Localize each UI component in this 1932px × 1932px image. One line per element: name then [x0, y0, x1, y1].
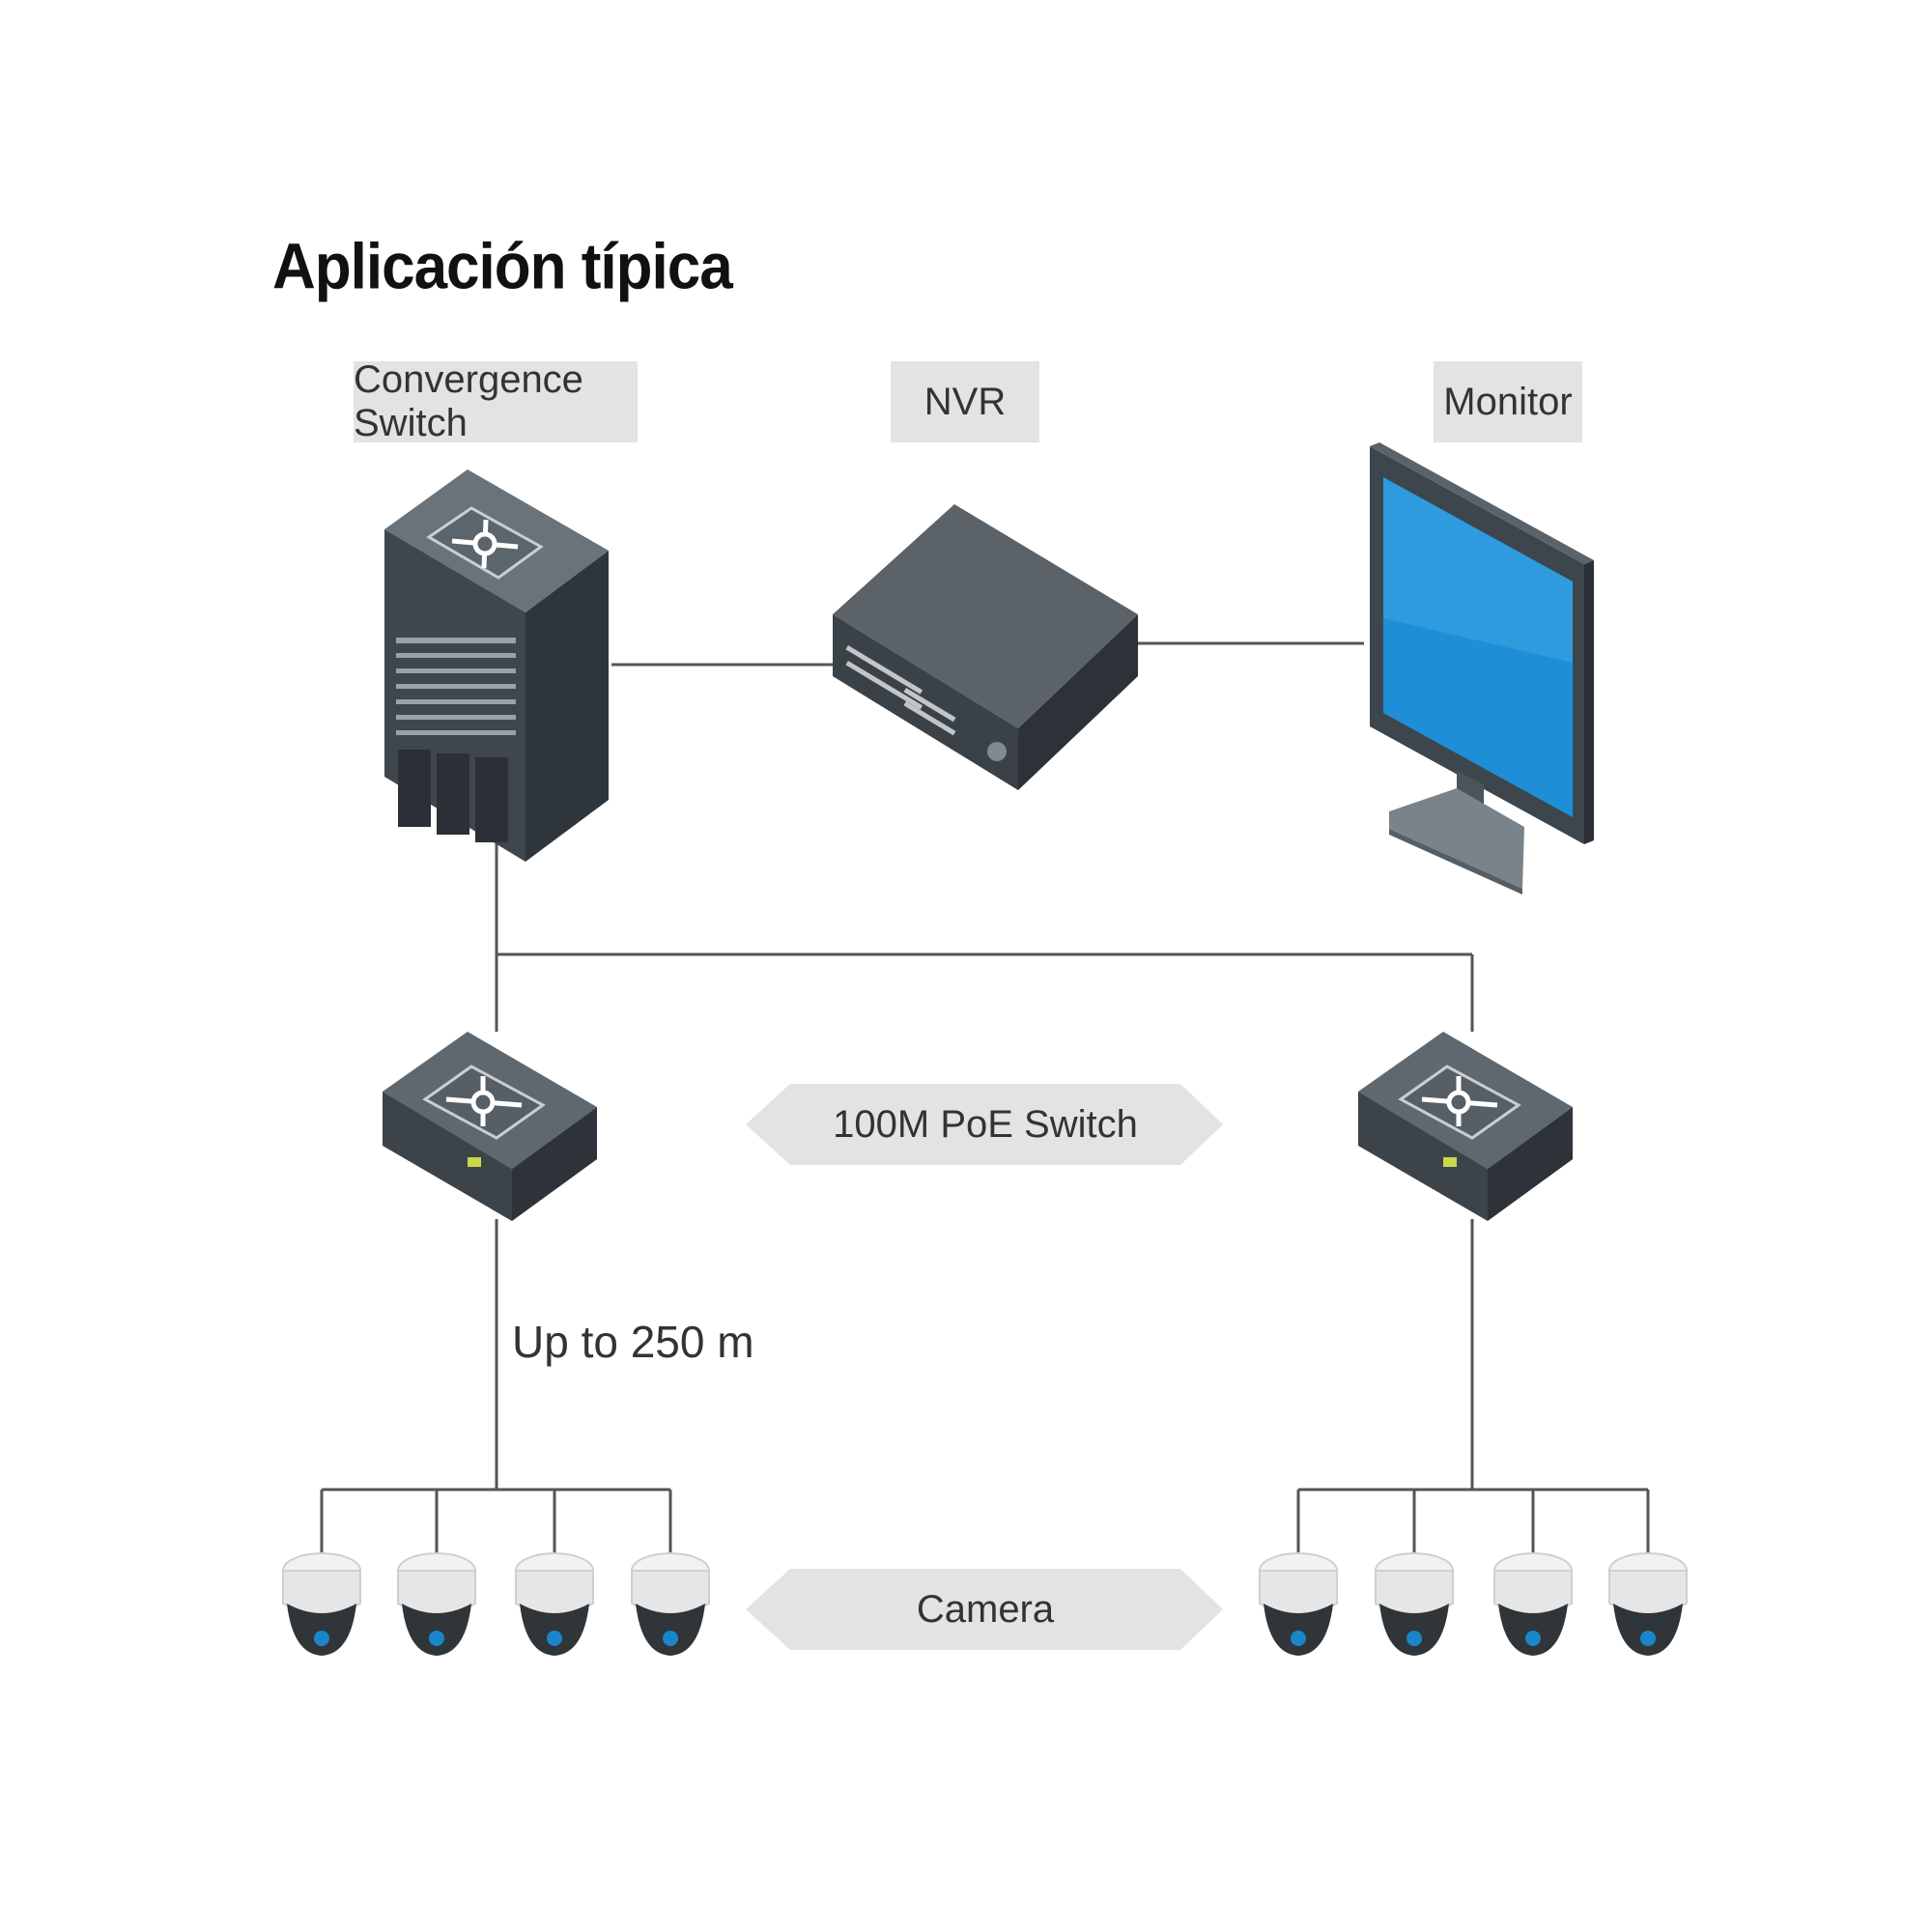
camera-banner-label: Camera: [916, 1587, 1055, 1631]
dome-camera-icon: [1375, 1552, 1454, 1656]
dome-camera-icon: [1259, 1552, 1338, 1656]
poe-switch-banner: [746, 1084, 1223, 1165]
server-rack-icon: [384, 469, 609, 862]
dome-camera-icon: [1493, 1552, 1573, 1656]
poe-switch-icon: [383, 1032, 597, 1221]
page-title: Aplicación típica: [272, 231, 733, 303]
camera-banner: [746, 1569, 1223, 1650]
dome-camera-icon: [397, 1552, 476, 1656]
convergence-switch-label: Convergence Switch: [354, 358, 638, 444]
dome-camera-icon: [282, 1552, 361, 1656]
nvr-label: NVR: [891, 361, 1039, 442]
distance-label: Up to 250 m: [512, 1317, 754, 1367]
monitor-icon: [1370, 442, 1594, 895]
poe-switch-icon: [1358, 1032, 1573, 1221]
cables: [320, 641, 1650, 1557]
nvr-recorder-icon: [833, 504, 1138, 790]
poe-switch-banner-label: 100M PoE Switch: [833, 1102, 1138, 1146]
monitor-label: Monitor: [1434, 361, 1582, 442]
dome-camera-icon: [631, 1552, 710, 1656]
dome-camera-icon: [1608, 1552, 1688, 1656]
camera-row: [282, 1552, 1688, 1656]
dome-camera-icon: [515, 1552, 594, 1656]
